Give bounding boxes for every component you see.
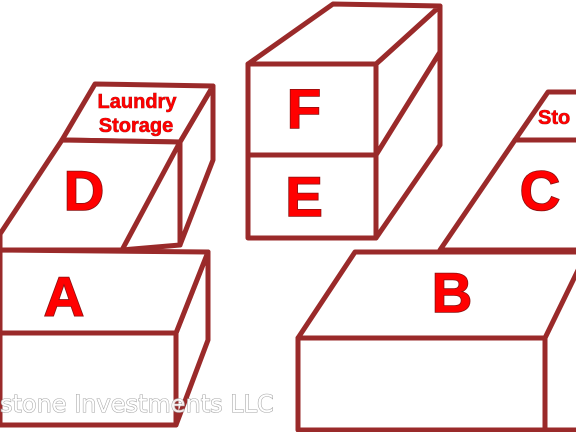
unit-a-label: A xyxy=(44,265,84,328)
unit-e-label: E xyxy=(285,165,322,228)
unit-c-label: C xyxy=(520,159,560,222)
unit-f-label: F xyxy=(287,77,321,140)
left-cluster xyxy=(0,81,216,428)
center-cluster xyxy=(245,1,443,241)
right-storage-top xyxy=(512,89,576,143)
unit-a-top-face xyxy=(0,247,211,336)
laundry-label-line2: Storage xyxy=(99,115,173,137)
unit-b-label: B xyxy=(432,261,472,324)
unit-fe-divider-side xyxy=(373,49,443,158)
unit-b-side-face xyxy=(542,268,576,432)
unit-c-face xyxy=(437,137,576,253)
laundry-label-line1: Laundry xyxy=(98,91,178,113)
unit-d-inner-edge xyxy=(119,139,183,253)
right-storage-label-partial: Sto xyxy=(538,107,570,129)
unit-d-label: D xyxy=(64,159,104,222)
unit-a-front-face xyxy=(0,330,179,428)
company-watermark: stone Investments LLC xyxy=(0,390,274,418)
right-cluster xyxy=(295,89,576,432)
unit-e-face xyxy=(245,152,379,241)
unit-b-top-face xyxy=(295,249,576,341)
unit-b-front-face xyxy=(295,335,548,432)
